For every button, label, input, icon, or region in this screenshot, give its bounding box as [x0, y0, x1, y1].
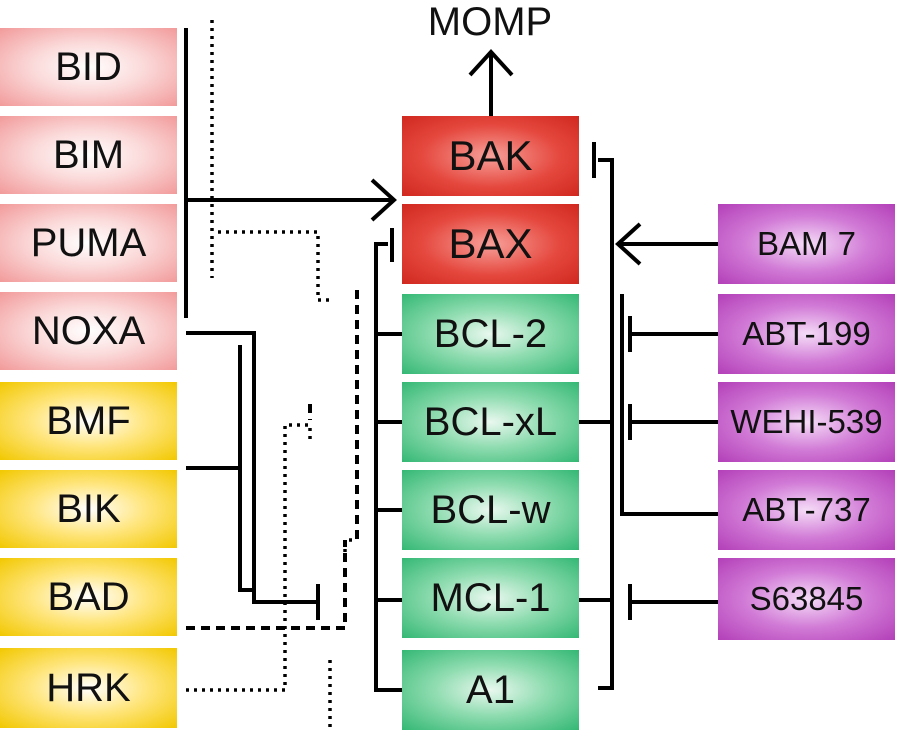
momp-arrow-head [468, 49, 514, 77]
box-bik: BIK [0, 470, 177, 548]
bclw-label: BCL-w [430, 487, 551, 532]
box-bax: BAX [402, 204, 579, 284]
puma-label: PUMA [30, 220, 147, 265]
box-hrk: HRK [0, 648, 177, 728]
box-s63845: S63845 [718, 558, 895, 640]
bid-label: BID [55, 44, 122, 89]
mcl1-label: MCL-1 [430, 575, 551, 620]
box-abt737: ABT-737 [718, 470, 895, 550]
momp-label: MOMP [427, 0, 553, 44]
box-bam7: BAM 7 [718, 204, 895, 284]
bam7-label: BAM 7 [756, 225, 857, 262]
box-bmf: BMF [0, 382, 177, 460]
box-bim: BIM [0, 116, 177, 194]
dotted-puma-line [218, 230, 332, 302]
a1-label: A1 [466, 667, 515, 712]
box-bak: BAK [402, 116, 579, 196]
hrk-label: HRK [46, 665, 131, 710]
box-bad: BAD [0, 558, 177, 636]
bad-label: BAD [47, 574, 130, 619]
box-abt199: ABT-199 [718, 294, 895, 374]
box-bid: BID [0, 28, 177, 106]
bax-label: BAX [448, 220, 533, 267]
abt199-label: ABT-199 [742, 315, 871, 352]
bmf-group-vertical [238, 345, 254, 592]
bcl2-label: BCL-2 [433, 311, 548, 356]
box-noxa: NOXA [0, 292, 177, 370]
box-bclw: BCL-w [402, 470, 579, 550]
box-mcl1: MCL-1 [402, 558, 579, 638]
noxa-label: NOXA [31, 308, 146, 353]
wehi539-label: WEHI-539 [730, 403, 883, 440]
box-puma: PUMA [0, 204, 177, 282]
box-wehi539: WEHI-539 [718, 382, 895, 462]
dotted-hrk-line [186, 423, 312, 692]
s63845-label: S63845 [749, 580, 864, 617]
box-bclxl: BCL-xL [402, 382, 579, 462]
bmf-label: BMF [46, 398, 131, 443]
bam7-arrow-head [615, 222, 642, 266]
bik-label: BIK [56, 486, 121, 531]
dashed-bad-line [186, 540, 347, 630]
box-bcl2: BCL-2 [402, 294, 579, 374]
abt737-label: ABT-737 [742, 491, 871, 528]
bak-label: BAK [448, 132, 533, 179]
activator-arrow-head [370, 178, 397, 222]
bclxl-label: BCL-xL [423, 399, 558, 444]
bim-label: BIM [52, 132, 125, 177]
box-a1: A1 [402, 650, 579, 730]
bax-inhibit-line [374, 242, 402, 692]
